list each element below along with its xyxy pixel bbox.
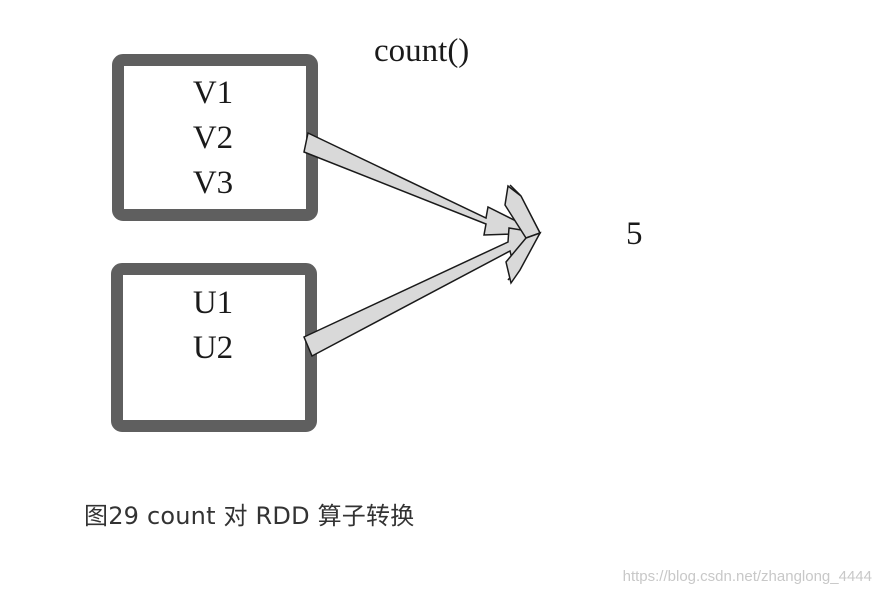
figure-caption: 图29 count 对 RDD 算子转换 (84, 502, 415, 530)
result-value: 5 (626, 216, 643, 252)
arrowhead-lower-wing (505, 231, 542, 285)
arrow-lower (303, 227, 542, 358)
partition-2-item: U2 (193, 330, 233, 366)
partition-2-item: U1 (193, 285, 233, 321)
operation-label: count() (374, 33, 469, 69)
partition-1-item: V2 (193, 120, 233, 156)
partition-1-item: V3 (193, 165, 233, 201)
partition-1-item: V1 (193, 75, 233, 111)
watermark: https://blog.csdn.net/zhanglong_4444 (622, 568, 872, 585)
arrow-upper (303, 131, 541, 236)
rdd-count-diagram: count() V1 V2 V3 U1 U2 5 (111, 33, 643, 432)
